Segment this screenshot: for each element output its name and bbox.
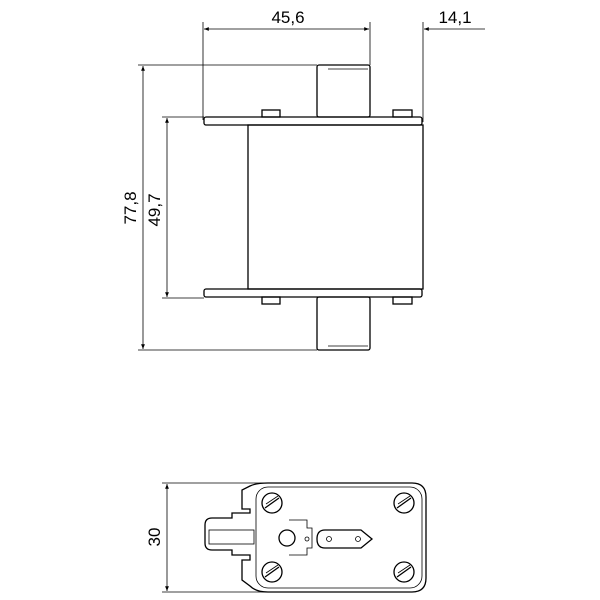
fuse-side-outline <box>203 64 424 351</box>
dim-overall-height: 77,8 <box>121 191 140 224</box>
lower-flange <box>203 288 423 298</box>
pull-tab-slot <box>208 529 255 545</box>
dim-top-width: 45,6 <box>271 8 304 27</box>
indicator-link <box>316 529 374 549</box>
upper-tab-left <box>261 109 281 118</box>
upper-flange <box>203 116 423 126</box>
extension-lines <box>138 22 424 351</box>
dim-top-offset: 14,1 <box>438 8 471 27</box>
lower-tab-right <box>392 296 413 305</box>
dim-body-height: 49,7 <box>145 193 164 226</box>
fuse-end-outline <box>204 482 427 593</box>
end-plate <box>204 482 427 593</box>
end-view: 30 <box>145 482 427 593</box>
bottom-contact-blade <box>316 296 371 351</box>
front-view: 45,6 14,1 77,8 49,7 <box>121 8 485 351</box>
fuse-body <box>247 124 424 290</box>
top-contact-blade <box>316 64 371 118</box>
dimension-lines <box>141 27 485 349</box>
upper-tab-right <box>392 109 413 118</box>
lower-tab-left <box>261 296 281 305</box>
indicator-circle <box>278 529 296 547</box>
dim-bottom-height: 30 <box>145 528 164 547</box>
screw-icons <box>261 492 415 583</box>
indicator-bracket <box>289 519 313 556</box>
